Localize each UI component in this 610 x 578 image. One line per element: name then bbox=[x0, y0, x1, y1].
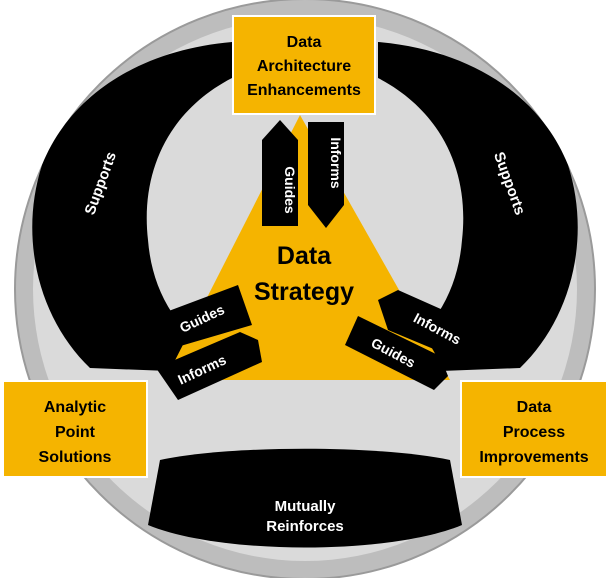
node-data-architecture: Data Architecture Enhancements bbox=[232, 15, 376, 115]
bottom-reinforces-line1: Mutually bbox=[275, 498, 336, 515]
top-guides-label: Guides bbox=[282, 166, 298, 214]
node-left-line3: Solutions bbox=[39, 449, 112, 466]
node-top-line1: Data bbox=[287, 34, 322, 51]
right-supports-arc bbox=[378, 42, 578, 372]
node-left-line2: Point bbox=[55, 424, 96, 441]
top-informs-label: Informs bbox=[328, 137, 344, 189]
bottom-reinforces-arc bbox=[148, 448, 462, 548]
center-title-line2: Strategy bbox=[254, 278, 354, 306]
node-left-line1: Analytic bbox=[44, 399, 106, 416]
top-informs-arrow: Informs bbox=[308, 122, 344, 228]
bottom-reinforces-line2: Reinforces bbox=[266, 518, 344, 535]
left-supports-arc bbox=[32, 42, 232, 372]
node-analytic-point-solutions: Analytic Point Solutions bbox=[2, 380, 148, 478]
left-guides-arrow: Guides bbox=[143, 285, 252, 352]
node-right-line2: Process bbox=[503, 424, 565, 441]
node-right-line3: Improvements bbox=[479, 449, 588, 466]
node-data-process-improvements: Data Process Improvements bbox=[460, 380, 608, 478]
right-informs-arrow: Informs bbox=[378, 290, 470, 360]
node-top-line2: Architecture bbox=[257, 58, 351, 75]
top-guides-arrow: Guides bbox=[262, 120, 298, 226]
node-top-line3: Enhancements bbox=[247, 82, 361, 99]
center-title-line1: Data bbox=[277, 242, 332, 270]
node-right-line1: Data bbox=[517, 399, 552, 416]
